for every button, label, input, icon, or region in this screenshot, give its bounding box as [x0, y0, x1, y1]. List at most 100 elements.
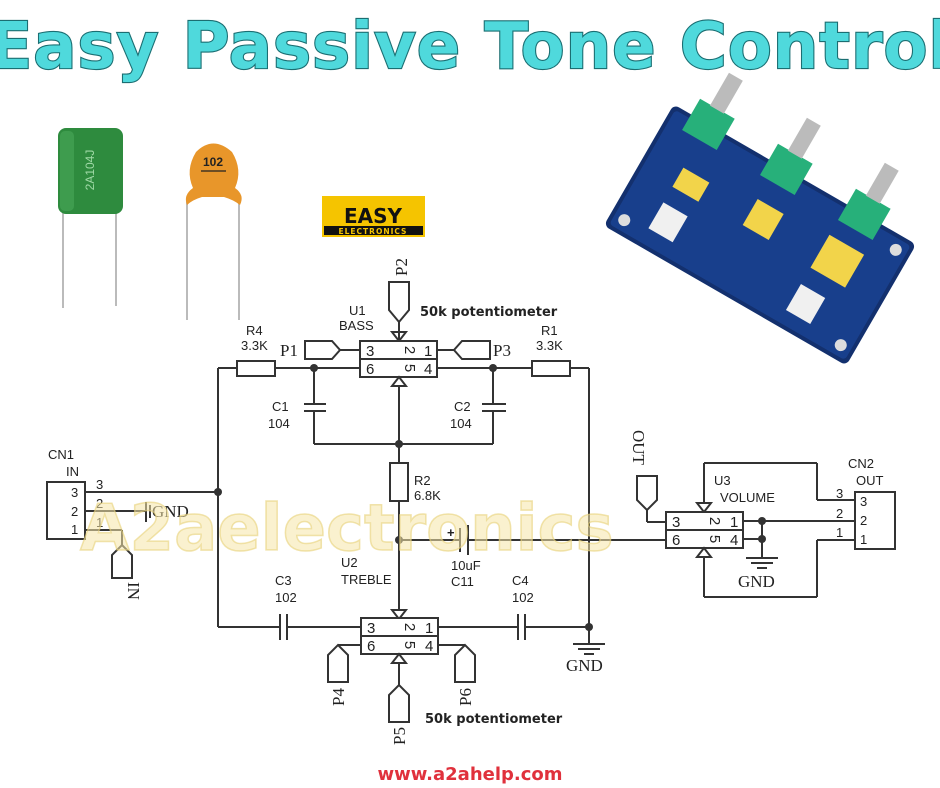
port-p2 — [388, 281, 410, 324]
port-p3-label: P3 — [493, 341, 511, 360]
svg-text:3: 3 — [96, 477, 103, 492]
port-p2-label: P2 — [392, 258, 411, 276]
svg-text:2: 2 — [836, 506, 843, 521]
cn1-gnd-label: GND — [152, 502, 189, 521]
c2-ref: C2 — [454, 399, 471, 414]
cn2-ref: CN2 — [848, 456, 874, 471]
film-capacitor-body — [58, 128, 123, 214]
resistor-r1 — [531, 360, 571, 377]
port-p6-label: P6 — [456, 688, 475, 706]
potentiometer-bass — [682, 72, 743, 150]
svg-text:1: 1 — [836, 525, 843, 540]
c11-ref: C11 — [451, 574, 474, 589]
u2-ref: U2 — [341, 555, 358, 570]
watermark: A2aelectronics — [80, 492, 614, 566]
svg-text:6: 6 — [367, 638, 375, 655]
connector-cn1: 3 2 1 3 2 1 — [46, 477, 103, 540]
port-p1 — [304, 340, 342, 360]
c3-value: 102 — [275, 590, 297, 605]
c11-polarity: + — [447, 525, 455, 540]
svg-text:1: 1 — [424, 343, 432, 360]
cn1-ref: CN1 — [48, 447, 74, 462]
potentiometer-volume — [837, 162, 899, 240]
svg-text:3: 3 — [860, 494, 867, 509]
ceramic-capacitor-body — [185, 143, 242, 205]
svg-text:2: 2 — [401, 623, 418, 631]
u2-note: 50k potentiometer — [425, 712, 563, 727]
u3-ref: U3 — [714, 473, 731, 488]
port-p3 — [452, 340, 491, 360]
r1-value: 3.3K — [536, 338, 563, 353]
pcb-module-photo — [605, 72, 915, 364]
footer-url-link[interactable]: www.a2ahelp.com — [377, 764, 562, 785]
easy-electronics-logo: EASY ELECTRONICS — [322, 196, 425, 237]
c2-value: 104 — [450, 416, 472, 431]
svg-text:2: 2 — [706, 517, 723, 525]
svg-text:2: 2 — [860, 513, 867, 528]
svg-text:2: 2 — [401, 346, 418, 354]
c3-ref: C3 — [275, 573, 292, 588]
logo-bottom-text: ELECTRONICS — [339, 227, 408, 236]
gnd-symbol: GND — [566, 627, 605, 675]
u1-name: BASS — [339, 318, 374, 333]
c1-value: 104 — [268, 416, 290, 431]
film-capacitor-photo: 2A104J — [58, 128, 123, 308]
connector-cn2: 3 2 1 3 2 1 — [836, 486, 896, 550]
svg-text:2: 2 — [71, 504, 78, 519]
svg-text:5: 5 — [401, 641, 418, 649]
port-p5-label: P5 — [390, 727, 409, 745]
svg-text:3: 3 — [71, 485, 78, 500]
port-p4-label: P4 — [329, 688, 348, 706]
port-out — [636, 475, 658, 512]
port-out-label: OUT — [629, 430, 648, 466]
r2-value: 6.8K — [414, 488, 441, 503]
c1-ref: C1 — [272, 399, 289, 414]
ceramic-capacitor-photo: 102 — [185, 143, 242, 320]
r1-ref: R1 — [541, 323, 558, 338]
u1-note: 50k potentiometer — [420, 305, 558, 320]
svg-text:1: 1 — [730, 514, 738, 531]
svg-text:3: 3 — [836, 486, 843, 501]
svg-text:1: 1 — [96, 515, 103, 530]
svg-text:1: 1 — [71, 522, 78, 537]
potentiometer-treble — [760, 117, 821, 195]
film-capacitor-marking: 2A104J — [83, 150, 97, 191]
u1-ref: U1 — [349, 303, 366, 318]
port-p4 — [327, 643, 349, 683]
resistor-r4 — [236, 360, 276, 377]
svg-text:1: 1 — [860, 532, 867, 547]
r4-ref: R4 — [246, 323, 263, 338]
port-in — [111, 543, 133, 579]
svg-text:2: 2 — [96, 496, 103, 511]
u1-bass-potentiometer: 3 2 1 6 5 4 — [359, 340, 438, 378]
port-p6 — [454, 643, 476, 683]
cn1-name: IN — [66, 464, 79, 479]
svg-text:3: 3 — [367, 620, 375, 637]
svg-text:4: 4 — [424, 361, 432, 378]
u3-gnd-symbol: GND — [738, 557, 778, 591]
u2-name: TREBLE — [341, 572, 392, 587]
svg-text:4: 4 — [730, 532, 738, 549]
port-p1-label: P1 — [280, 341, 298, 360]
svg-text:4: 4 — [425, 638, 433, 655]
u2-treble-potentiometer: 3 2 1 6 5 4 — [360, 617, 439, 655]
port-p5 — [388, 683, 410, 723]
svg-text:3: 3 — [366, 343, 374, 360]
svg-text:3: 3 — [672, 514, 680, 531]
svg-text:6: 6 — [366, 361, 374, 378]
schematic: P2 50k potentiometer U1 BASS 3 2 1 6 5 4… — [46, 258, 896, 745]
svg-text:GND: GND — [738, 572, 775, 591]
svg-text:5: 5 — [401, 364, 418, 372]
svg-text:5: 5 — [706, 535, 723, 543]
r2-ref: R2 — [414, 473, 431, 488]
u3-volume-potentiometer: 3 2 1 6 5 4 — [665, 511, 744, 549]
cn2-name: OUT — [856, 473, 884, 488]
ceramic-capacitor-marking: 102 — [203, 155, 223, 169]
u3-name: VOLUME — [720, 490, 775, 505]
logo-top-text: EASY — [344, 204, 403, 228]
port-in-label: IN — [124, 582, 143, 600]
r4-value: 3.3K — [241, 338, 268, 353]
svg-text:1: 1 — [425, 620, 433, 637]
